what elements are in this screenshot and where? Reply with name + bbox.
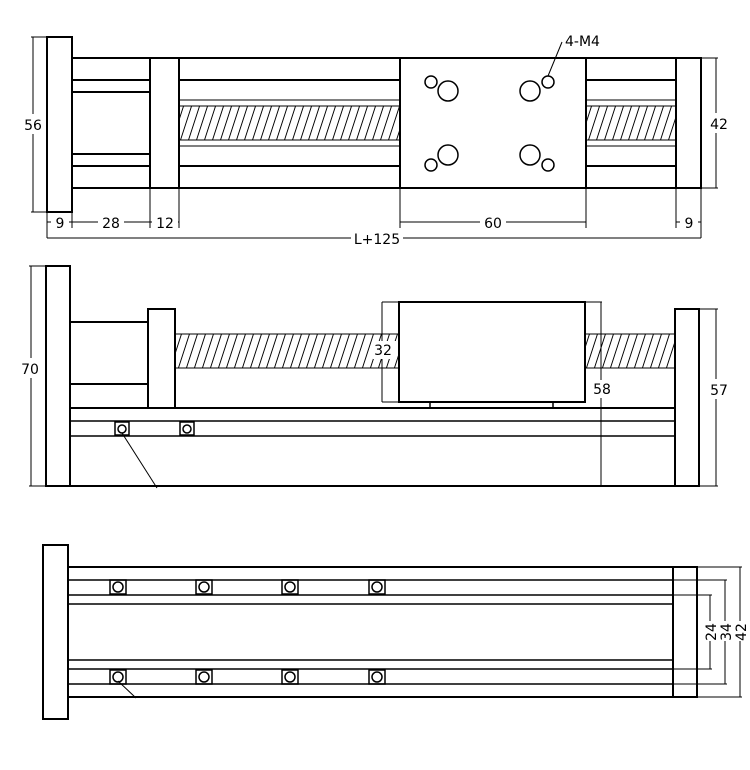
side-bearing-block [147,308,176,409]
dim-carriage-length: 60 [484,216,502,232]
mounting-hole [437,80,459,102]
bottom-view: 24 34 42 [42,544,750,720]
dim-bearing-width: 12 [156,216,174,232]
dim-side-left-height: 70 [21,362,39,378]
bottom-left-end-plate [42,544,69,720]
dim-top-right-height: 42 [710,117,728,133]
slot-nut [368,669,386,685]
top-view: 4-M4 56 42 9 28 12 60 9 [20,34,732,248]
slot-nut [281,669,299,685]
dim-total-length: L+125 [354,232,400,248]
side-right-end-plate [674,308,700,487]
slot-nut [109,669,127,685]
slot-nut [281,579,299,595]
dim-side-right-height: 57 [710,383,728,399]
top-motor-body [71,91,151,155]
top-carriage [399,57,587,189]
dim-bottom-mid: 34 [719,623,735,641]
mounting-hole [541,158,555,172]
side-view: 70 32 58 57 [18,265,732,489]
slot-nut [195,669,213,685]
hole-callout-label: 4-M4 [565,34,600,50]
dim-side-mid: 58 [593,382,611,398]
mounting-hole [519,144,541,166]
top-bearing-block [149,57,180,189]
mounting-hole [519,80,541,102]
dim-left-plate: 9 [56,216,65,232]
side-base-rail [69,407,677,487]
slot-nut [109,579,127,595]
mounting-hole [424,75,438,89]
slot-nut [195,579,213,595]
bottom-base-plate [67,566,675,698]
dim-motor-length: 28 [102,216,120,232]
dim-top-left-height: 56 [24,118,42,134]
slot-nut [114,421,130,436]
mounting-hole [424,158,438,172]
dim-right-plate: 9 [685,216,694,232]
side-left-end-plate [45,265,71,487]
dim-carriage-height: 32 [374,343,392,359]
mounting-hole [437,144,459,166]
top-right-end-plate [675,57,702,189]
slot-nut [368,579,386,595]
dim-bottom-outer: 42 [734,623,750,641]
top-left-end-plate [46,36,73,213]
side-motor-body [69,321,150,385]
bottom-right-end-plate [672,566,698,698]
slot-nut [179,421,195,436]
dim-bottom-inner: 24 [704,623,720,641]
side-carriage [398,301,586,403]
